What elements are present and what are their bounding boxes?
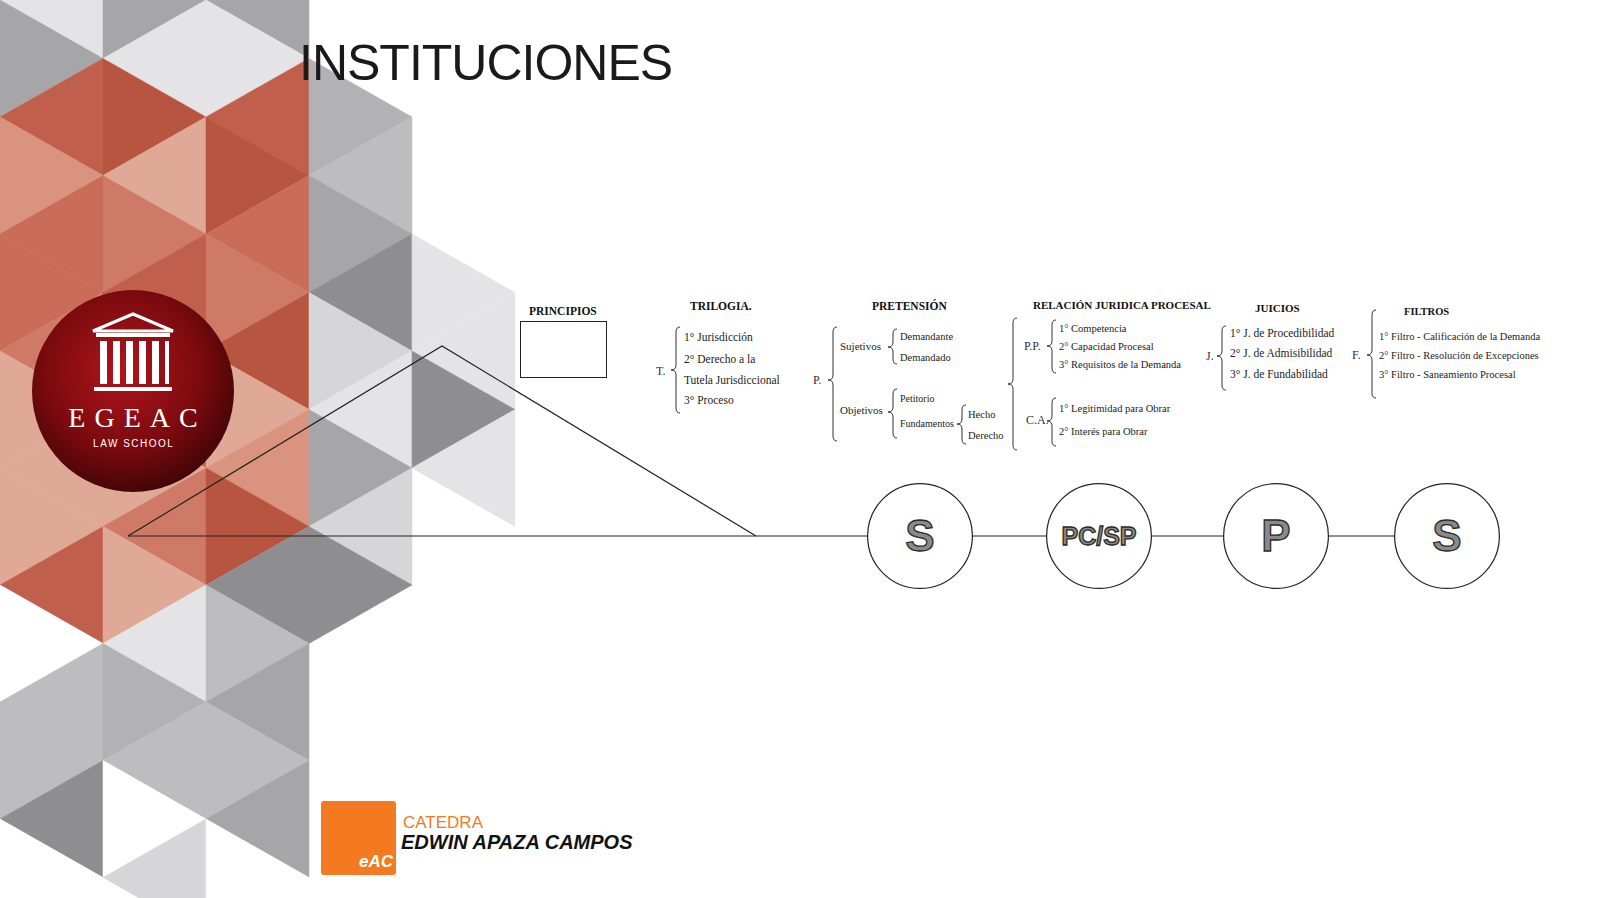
list-item: Demandado <box>900 352 951 365</box>
background-triangle <box>103 819 206 898</box>
circle-shape <box>1224 484 1329 589</box>
bracket-letter: P. <box>813 373 821 387</box>
logo-subtitle: LAW SCHOOL <box>92 438 175 450</box>
list-item: 2° Interés para Obrar <box>1059 426 1147 439</box>
column-heading: RELACIÓN JURIDICA PROCESAL <box>1033 299 1211 312</box>
circle-shape <box>868 484 973 589</box>
pyramid-outline <box>128 346 867 536</box>
principles-box: PRINCIPIOS <box>520 321 607 378</box>
stage-letter: S <box>1432 514 1461 558</box>
column-heading: FILTROS <box>1404 306 1449 319</box>
list-item: 3° Filtro - Saneamiento Procesal <box>1379 369 1516 382</box>
list-item: Petitorio <box>900 393 934 405</box>
box-heading: PRINCIPIOS <box>529 305 597 317</box>
background-triangle <box>412 410 515 527</box>
column-heading: PRETENSIÓN <box>872 300 947 314</box>
brand-name: EDWIN APAZA CAMPOS <box>401 830 632 854</box>
list-item: 1° J. de Procedibilidad <box>1230 327 1334 341</box>
list-item: 3° Requisitos de la Demanda <box>1059 359 1181 372</box>
connector-line <box>1329 535 1394 536</box>
list-item: 1° Filtro - Calificación de la Demanda <box>1379 331 1540 344</box>
list-item: Sujetivos <box>840 340 881 353</box>
list-item: 3° J. de Fundabilidad <box>1230 368 1328 382</box>
list-item: 1° Legitimidad para Obrar <box>1059 403 1170 416</box>
background-triangle <box>206 819 309 898</box>
stage-letter: P <box>1261 514 1290 558</box>
logo-wordmark: EGEAC <box>59 401 206 435</box>
bracket-letter: C.A. <box>1026 413 1049 427</box>
list-item: 2° J. de Admisibilidad <box>1230 347 1332 361</box>
circle-shape <box>1047 484 1152 589</box>
list-item: 1° Competencia <box>1059 323 1126 336</box>
list-item: Derecho <box>968 430 1004 443</box>
list-item: Hecho <box>968 409 995 422</box>
column-heading: TRILOGIA. <box>690 300 752 314</box>
circle-shape <box>1395 484 1500 589</box>
stage-circle: S <box>1394 483 1500 589</box>
bracket <box>671 310 1376 450</box>
connector-line <box>1152 535 1223 536</box>
connector-line <box>973 535 1046 536</box>
stage-circle: S <box>867 483 973 589</box>
list-item: Objetivos <box>840 404 883 417</box>
bracket-letter: P.P. <box>1024 339 1041 353</box>
stage-circle: P <box>1223 483 1329 589</box>
page-title: INSTITUCIONES <box>299 34 672 92</box>
list-item: 3° Proceso <box>684 394 734 408</box>
list-item: Demandante <box>900 331 953 344</box>
stage-circle: PC/SP <box>1046 483 1152 589</box>
stage-letter: PC/SP <box>1061 524 1136 549</box>
list-item: 2° Capacidad Procesal <box>1059 341 1154 354</box>
brand-label: CATEDRA <box>403 813 483 833</box>
stage-letter: S <box>905 514 934 558</box>
brand-initials: eAC <box>359 852 393 872</box>
bracket-letter: F. <box>1352 348 1361 362</box>
list-item: 2° Filtro - Resolución de Excepciones <box>1379 350 1539 363</box>
background-triangle <box>309 527 412 644</box>
brand-square <box>321 801 396 875</box>
bracket-letter: J. <box>1206 349 1214 363</box>
bracket-letter: T. <box>656 364 665 378</box>
column-heading: JUICIOS <box>1255 302 1300 315</box>
list-item: 2° Derecho a la Tutela Jurisdiccional <box>684 349 784 391</box>
background-triangle <box>0 819 103 898</box>
logo-sphere <box>32 290 234 492</box>
list-item: Fundamentos <box>900 418 954 430</box>
list-item: 1° Jurisdicción <box>684 331 753 345</box>
